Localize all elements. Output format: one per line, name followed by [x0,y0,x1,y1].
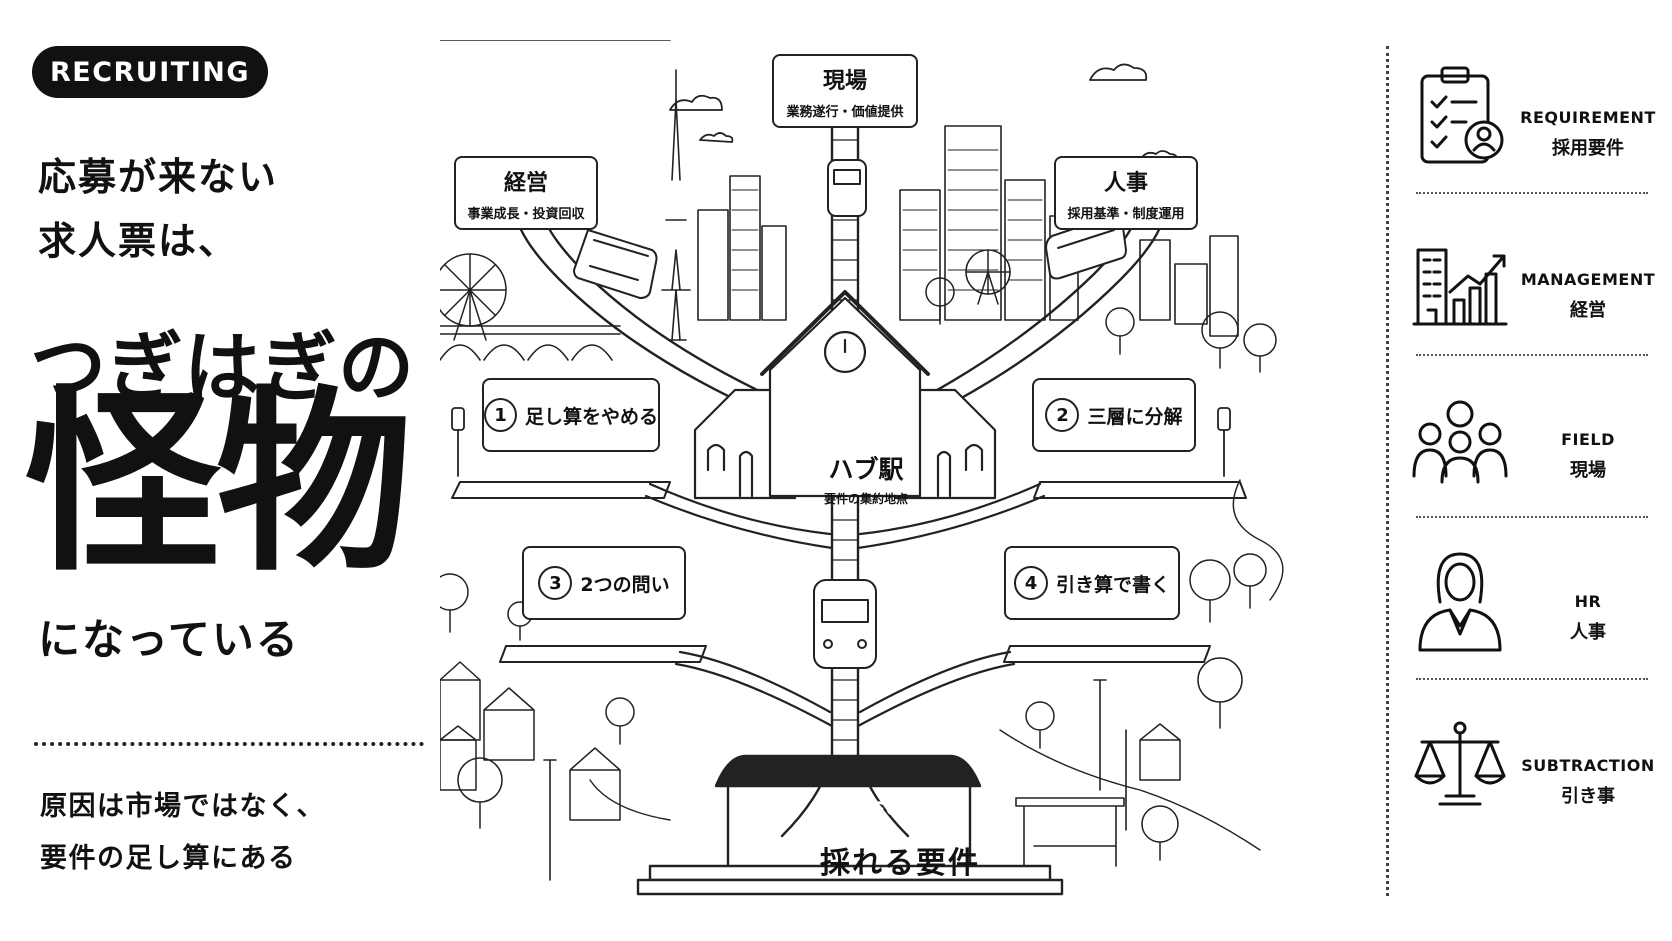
headline-monster: 怪物 [24,370,412,598]
footpath [589,479,1284,851]
legend-en: HR [1574,592,1602,611]
step-label: 引き算で書く [1055,573,1170,596]
railway-illustration [440,40,1284,896]
goal-station [636,754,1064,896]
legend-item-requirement: REQUIREMENT 採用要件 [1400,50,1658,190]
note-line-1: 原因は市場ではなく、 [40,791,325,822]
legend-ja: 経営 [1570,300,1606,321]
legend-en: REQUIREMENT [1520,108,1656,127]
hub-title: ハブ駅 [828,455,904,484]
team-people-icon [1412,400,1508,484]
legend-separator [1386,46,1389,896]
step-sign-1: 1 足し算をやめる [482,378,660,452]
legend-item-subtraction: SUBTRACTION 引き事 [1400,698,1658,838]
signal-icon [451,407,1231,477]
step-number: 2 [1045,398,1080,432]
step-label: 2つの問い [580,573,670,596]
destination-title: 経営 [503,170,548,196]
legend-ja: 人事 [1570,622,1606,643]
bridge [440,325,621,361]
city-skyline [440,40,1239,341]
goal-tag: GOAL [868,798,932,820]
headline-line-3: つぎはぎの [30,323,415,412]
hub-station-building [693,290,997,500]
street-lamp-icon [543,679,1127,881]
step-sign-2: 2 三層に分解 [1032,378,1196,452]
headline-panel: RECRUITING 応募が来ない 求人票は、 つぎはぎの 怪物 になっている … [0,0,440,941]
legend-ja: 引き事 [1561,786,1615,807]
headline-line-5: になっている [38,615,300,664]
bus-shelter [1015,797,1125,867]
destination-subtitle: 業務遂行・価値提供 [786,104,904,120]
legend-divider [1416,192,1648,194]
destination-hr: 人事 採用基準・制度運用 [1054,156,1198,230]
woman-person-icon [1418,552,1502,652]
destination-title: 人事 [1103,170,1148,196]
dotted-divider [34,742,424,746]
balance-scale-icon [1414,721,1506,806]
legend-divider [1416,678,1648,680]
step-sign-4: 4 引き算で書く [1004,546,1180,620]
legend-divider [1416,354,1648,356]
clipboard-checklist-icon [1420,66,1504,164]
legend-ja: 採用要件 [1552,138,1624,159]
destination-management: 経営 事業成長・投資回収 [454,156,598,230]
rail-track-branches [644,482,1046,728]
legend-item-field: FIELD 現場 [1400,374,1658,514]
legend-item-management: MANAGEMENT 経営 [1400,212,1658,352]
step-number: 4 [1013,566,1048,600]
house-icon [440,661,1181,821]
destination-title: 現場 [822,68,867,94]
cloud-icon [669,63,1179,163]
legend-en: SUBTRACTION [1521,756,1655,775]
step-number: 1 [484,398,517,432]
goal-title: 採れる要件 [820,846,980,881]
hub-station-label: ハブ駅 要件の集約地点 [796,450,936,507]
note-line-2: 要件の足し算にある [40,843,297,874]
legend-divider [1416,516,1648,518]
step-label: 足し算をやめる [524,405,658,428]
legend-en: MANAGEMENT [1520,270,1656,289]
train-icon [573,159,1127,669]
legend-ja: 現場 [1570,460,1606,481]
building-growth-chart-icon [1412,248,1508,326]
headline-line-2: 求人票は、 [38,219,239,263]
headline-line-1: 応募が来ない [38,155,279,199]
step-sign-3: 3 2つの問い [522,546,686,620]
destination-subtitle: 事業成長・投資回収 [467,206,585,222]
railway-diagram: 経営 事業成長・投資回収 現場 業務遂行・価値提供 人事 採用基準・制度運用 ハ… [440,40,1350,941]
step-number: 3 [538,566,573,600]
recruiting-badge: RECRUITING [32,46,268,98]
legend-en: FIELD [1561,430,1615,449]
tree-icon [440,277,1277,861]
hub-subtitle: 要件の集約地点 [823,492,908,506]
destination-field: 現場 業務遂行・価値提供 [772,54,918,128]
legend-item-hr: HR 人事 [1400,536,1658,676]
destination-subtitle: 採用基準・制度運用 [1067,206,1185,222]
step-label: 三層に分解 [1087,405,1183,428]
platform [451,481,1247,663]
